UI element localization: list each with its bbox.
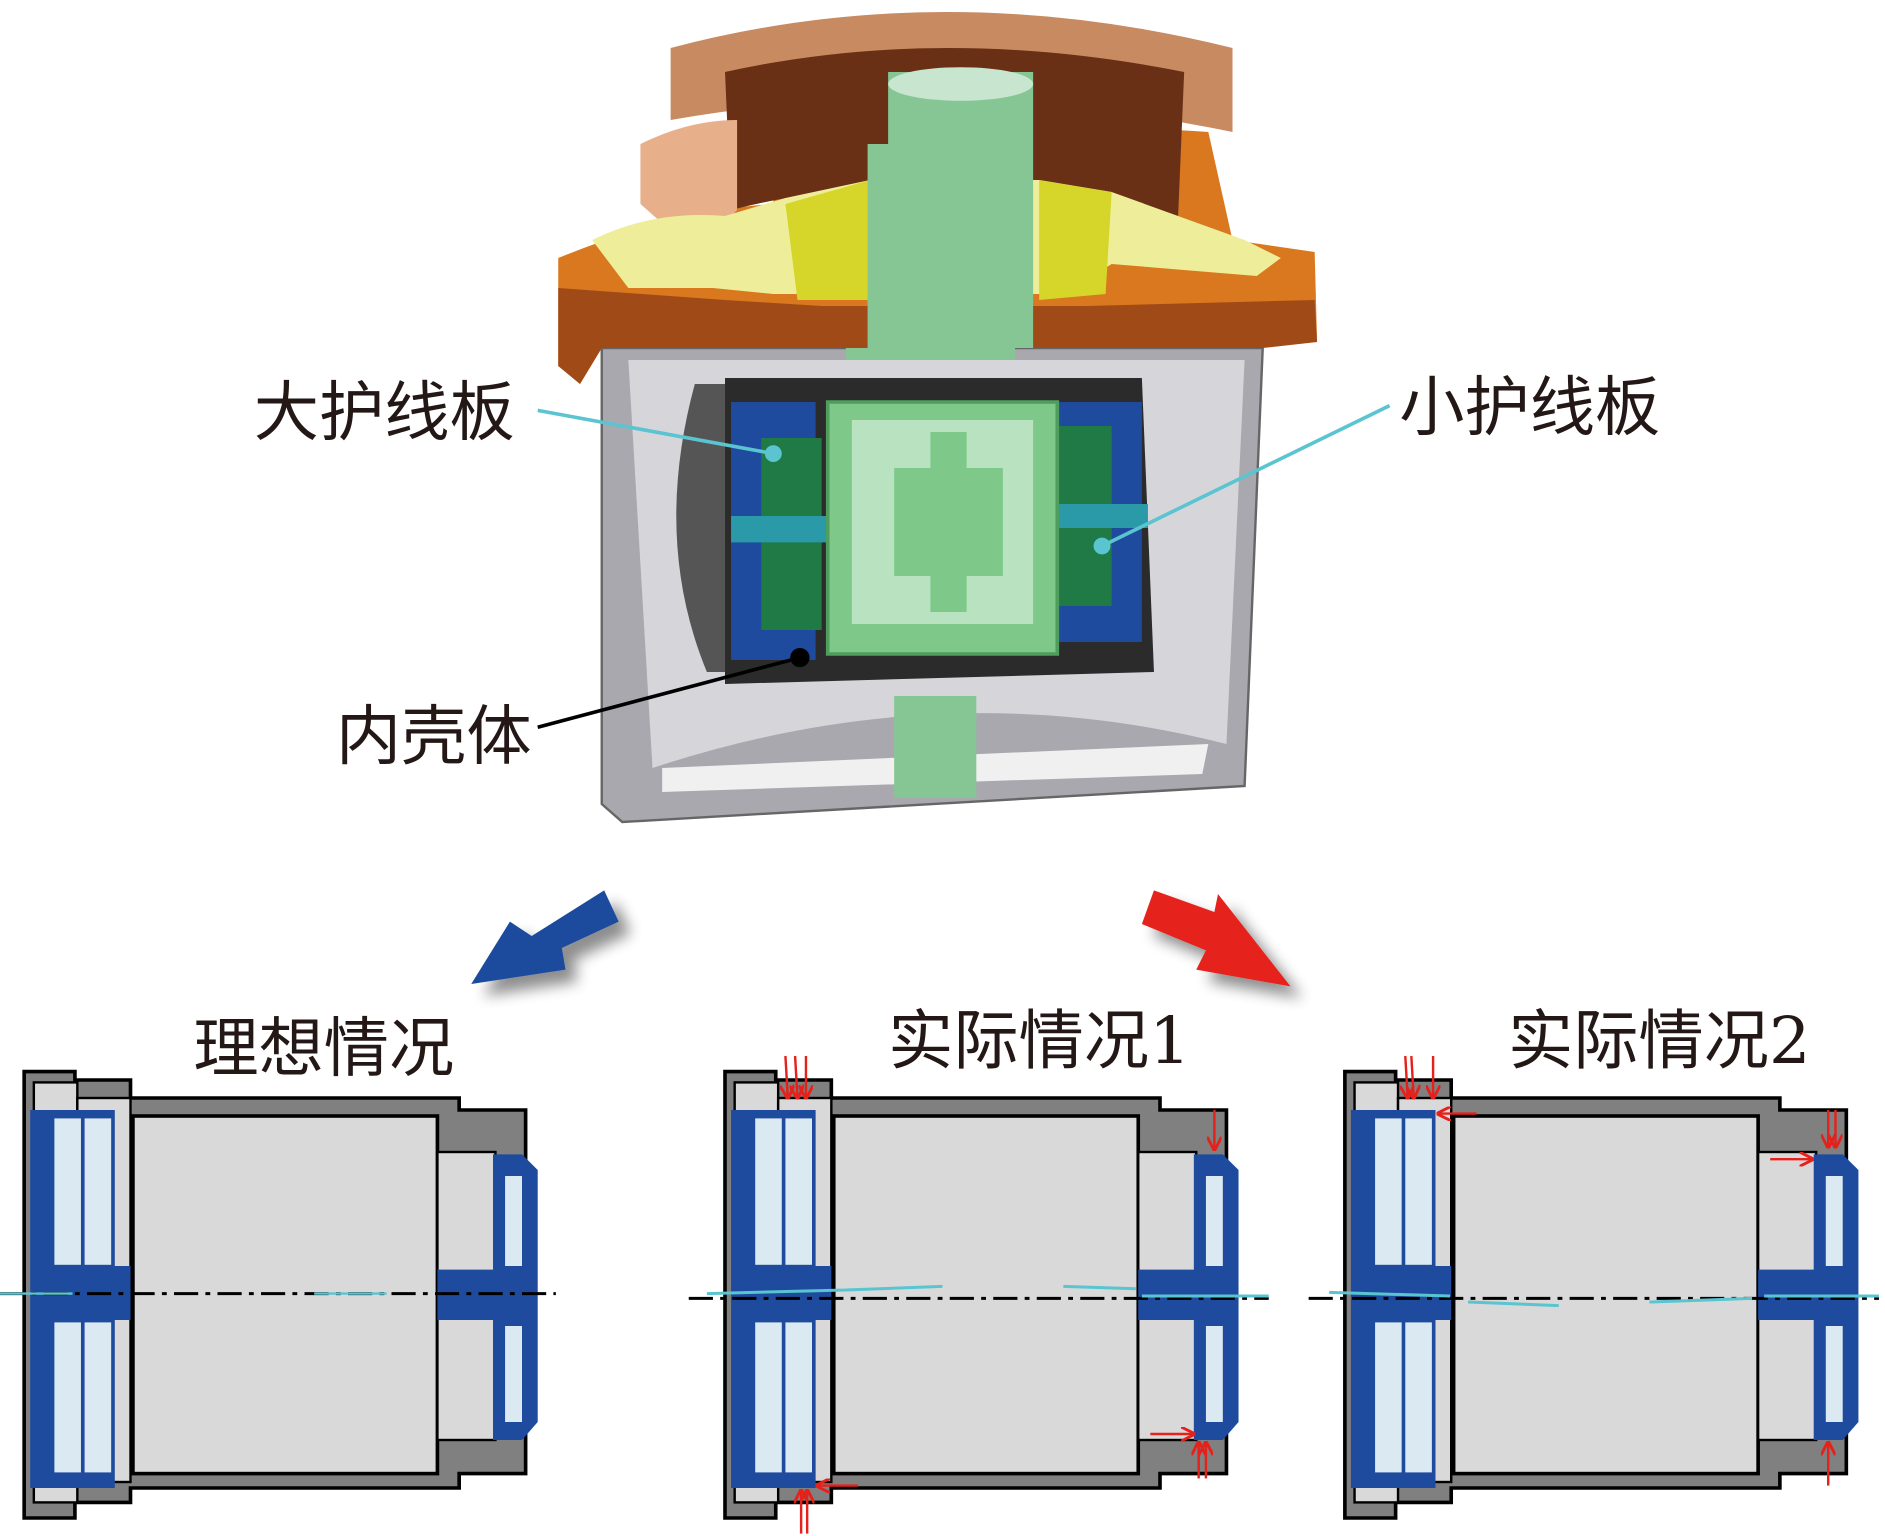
case-title-ideal: 理想情况 — [193, 1012, 454, 1087]
label-large-board: 大护线板 — [254, 376, 515, 451]
contact-force-arrows — [1405, 1055, 1835, 1486]
case-title-actual2: 实际情况2 — [1508, 1004, 1810, 1079]
motor-assembly-cutaway — [558, 12, 1318, 824]
section-actual2 — [1308, 1055, 1879, 1520]
label-inner-shell: 内壳体 — [336, 700, 532, 775]
leader-small-board — [1101, 403, 1391, 548]
section-actual1 — [688, 1055, 1269, 1534]
label-small-board: 小护线板 — [1399, 371, 1660, 446]
leader-large-board — [537, 408, 774, 456]
section-ideal — [0, 1069, 556, 1520]
contact-force-arrows — [785, 1055, 1214, 1534]
shaft — [845, 72, 1034, 360]
case-title-actual1: 实际情况1 — [888, 1004, 1190, 1079]
blue-arrow-icon — [471, 890, 619, 984]
red-arrow-icon — [1141, 890, 1291, 987]
leader-inner-shell — [537, 655, 801, 729]
